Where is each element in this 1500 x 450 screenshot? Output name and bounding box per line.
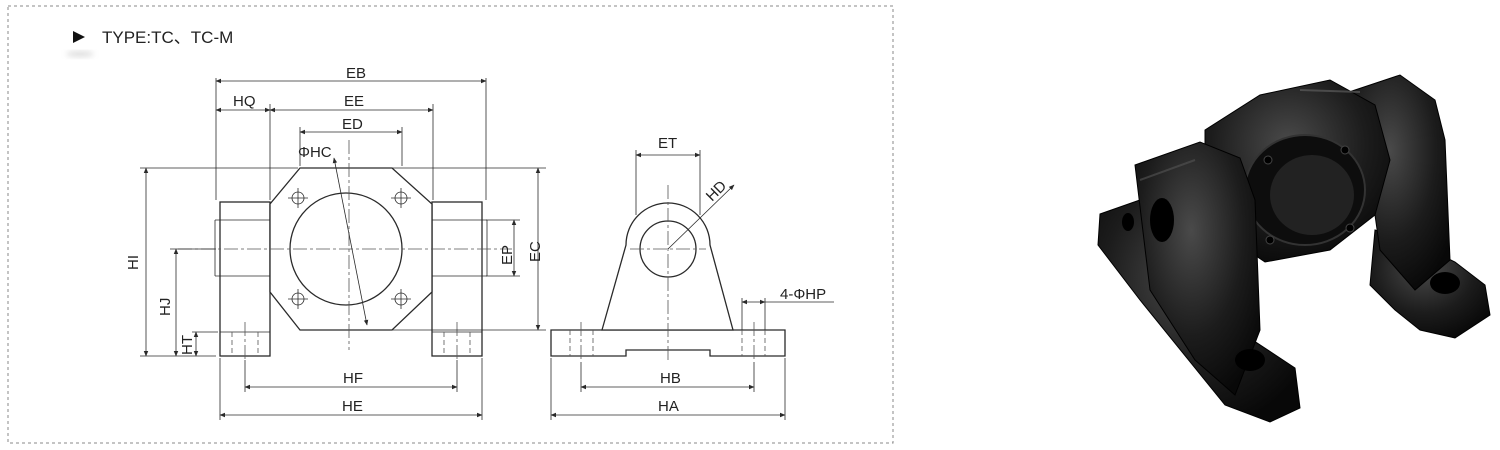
dim-label-hj: HJ	[157, 298, 174, 316]
dim-label-ep: EP	[499, 245, 516, 265]
dim-label-et: ET	[658, 135, 677, 152]
drawing-frame	[7, 5, 894, 444]
type-heading: TYPE:TC、TC-M	[66, 28, 233, 57]
left-pin-hole	[1150, 198, 1174, 242]
dim-label-ec: EC	[527, 241, 544, 262]
dim-label-hq: HQ	[233, 93, 256, 110]
dim-label-php: 4-ΦHP	[780, 286, 826, 303]
side-upright	[601, 202, 734, 331]
dim-label-hf: HF	[343, 370, 363, 387]
triangle-bullet-icon	[73, 31, 85, 43]
dim-label-ed: ED	[342, 116, 363, 133]
type-title: TYPE:TC、TC-M	[102, 28, 233, 47]
dim-label-eb: EB	[346, 65, 366, 82]
dim-label-hd: HD	[703, 177, 730, 204]
dim-label-phc: ΦHC	[298, 144, 332, 161]
bolt-holes	[288, 188, 411, 309]
dim-label-ee: EE	[344, 93, 364, 110]
mount-hole-right	[1430, 272, 1460, 294]
dim-label-ht: HT	[179, 335, 196, 355]
dim-label-hb: HB	[660, 370, 681, 387]
front-view: ΦHC EB HQ EE ED HI HJ HT	[125, 65, 546, 420]
side-view: ET HD 4-ΦHP HB HA	[550, 135, 834, 420]
dim-label-he: HE	[342, 398, 363, 415]
bullet-shadow	[66, 51, 94, 57]
mount-hole-front	[1235, 349, 1265, 371]
dim-label-hi: HI	[125, 255, 142, 270]
dim-label-ha: HA	[658, 398, 679, 415]
product-photo	[1097, 74, 1491, 423]
bore-inner	[1270, 155, 1354, 235]
